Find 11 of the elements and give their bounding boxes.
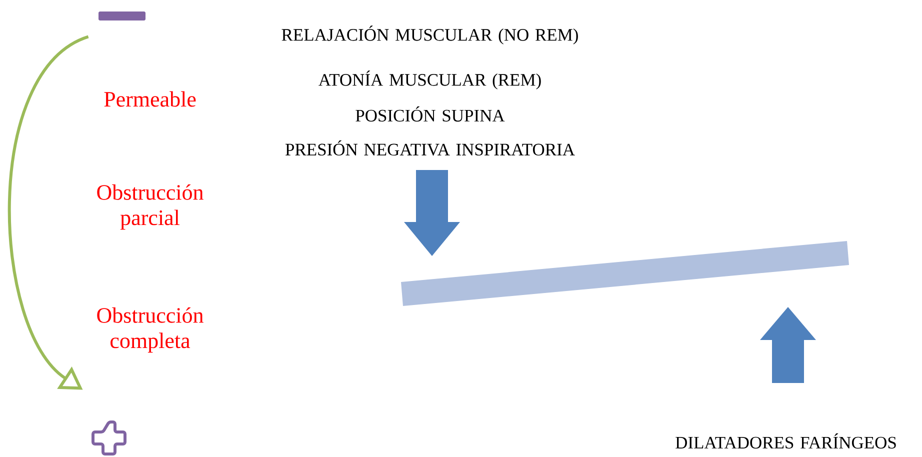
factor-label: ATONÍA MUSCULAR (REM) [318, 70, 541, 90]
airway-state-label: Obstrucción parcial [97, 184, 204, 230]
curved-arrow [8, 35, 90, 390]
factor-label: DILATADORES FARÍNGEOS [676, 433, 896, 449]
factor-label: RELAJACIÓN MUSCULAR (NO REM) [282, 26, 578, 44]
factor-label: POSICIÓN SUPINA [356, 106, 505, 122]
plus-sign [92, 420, 126, 456]
airway-state-label: Permeable [104, 91, 196, 107]
airway-state-label: Obstrucción completa [97, 307, 204, 353]
factor-label: PRESIÓN NEGATIVA INSPIRATORIA [285, 140, 575, 156]
minus-sign [98, 12, 146, 20]
